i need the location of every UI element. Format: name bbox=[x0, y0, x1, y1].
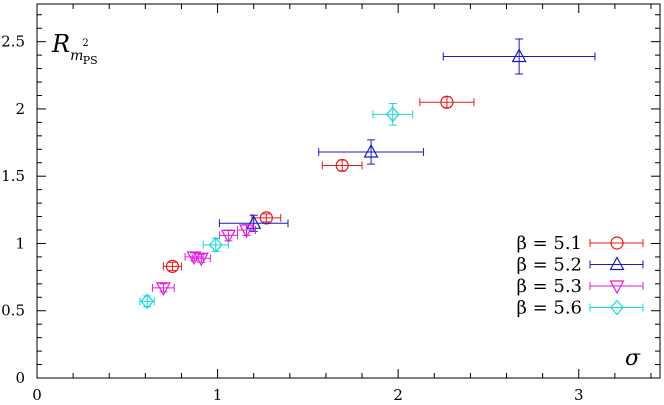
legend-entry: β = 5.1 bbox=[516, 233, 644, 254]
data-marks bbox=[139, 38, 596, 310]
legend-label: β = 5.2 bbox=[516, 255, 582, 276]
point-marker bbox=[208, 236, 223, 253]
data-point bbox=[202, 236, 229, 253]
point-marker bbox=[363, 143, 379, 158]
legend-entry: β = 5.6 bbox=[516, 298, 644, 319]
data-point bbox=[152, 282, 175, 297]
point-marker bbox=[155, 282, 171, 297]
legend-label: β = 5.1 bbox=[516, 233, 582, 254]
y-axis-label-sup: 2 bbox=[82, 38, 88, 49]
legend-marker bbox=[609, 256, 625, 271]
y-tick-label: 0.5 bbox=[1, 302, 25, 320]
series-3 bbox=[152, 224, 257, 297]
point-marker bbox=[140, 293, 154, 310]
series-2 bbox=[218, 38, 596, 232]
data-point bbox=[321, 158, 363, 173]
legend-entry: β = 5.3 bbox=[516, 276, 644, 297]
x-axis-ticks: 0 1 2 3 bbox=[32, 4, 652, 404]
data-point bbox=[318, 139, 424, 165]
data-point bbox=[162, 259, 182, 273]
data-point bbox=[191, 252, 211, 267]
y-axis-label-base: R bbox=[51, 30, 70, 58]
y-axis-label-subsub: PS bbox=[83, 54, 98, 67]
point-marker bbox=[165, 259, 180, 273]
y-axis-ticks: 0 0.5 1 1.5 2 2.5 bbox=[1, 14, 660, 387]
y-tick-label: 1.5 bbox=[1, 167, 25, 185]
y-tick-label: 0 bbox=[15, 369, 25, 387]
data-point bbox=[218, 214, 289, 232]
plot-frame bbox=[36, 3, 661, 379]
data-point bbox=[442, 38, 596, 75]
data-point bbox=[372, 103, 414, 126]
legend-label: β = 5.6 bbox=[516, 298, 582, 319]
point-marker bbox=[440, 95, 454, 109]
x-tick-label: 2 bbox=[393, 386, 403, 404]
data-point bbox=[236, 224, 257, 239]
point-marker bbox=[335, 158, 349, 173]
x-axis-label: σ bbox=[625, 346, 641, 371]
point-marker bbox=[511, 48, 527, 63]
data-point bbox=[218, 229, 238, 244]
data-point bbox=[139, 293, 155, 310]
series-4 bbox=[139, 103, 414, 310]
legend-entry: β = 5.2 bbox=[516, 255, 644, 276]
y-tick-label: 1 bbox=[15, 234, 25, 252]
y-tick-label: 2.5 bbox=[1, 33, 25, 51]
point-marker bbox=[385, 106, 400, 123]
point-marker bbox=[193, 252, 209, 267]
point-marker bbox=[238, 224, 254, 239]
legend-label: β = 5.3 bbox=[516, 276, 582, 297]
y-axis-label-sub: m bbox=[70, 48, 83, 64]
series-1 bbox=[162, 95, 475, 273]
legend-marker bbox=[609, 280, 625, 295]
legend-marker bbox=[610, 299, 624, 316]
y-tick-label: 2 bbox=[15, 100, 25, 118]
x-tick-label: 0 bbox=[32, 386, 42, 404]
x-tick-label: 3 bbox=[574, 386, 584, 404]
point-marker bbox=[246, 215, 262, 229]
x-tick-label: 1 bbox=[213, 386, 223, 404]
legend-marker bbox=[610, 236, 624, 250]
point-marker bbox=[259, 211, 273, 225]
legend: β = 5.1β = 5.2β = 5.3β = 5.6 bbox=[516, 233, 644, 319]
data-point bbox=[419, 95, 475, 109]
point-marker bbox=[220, 229, 236, 244]
